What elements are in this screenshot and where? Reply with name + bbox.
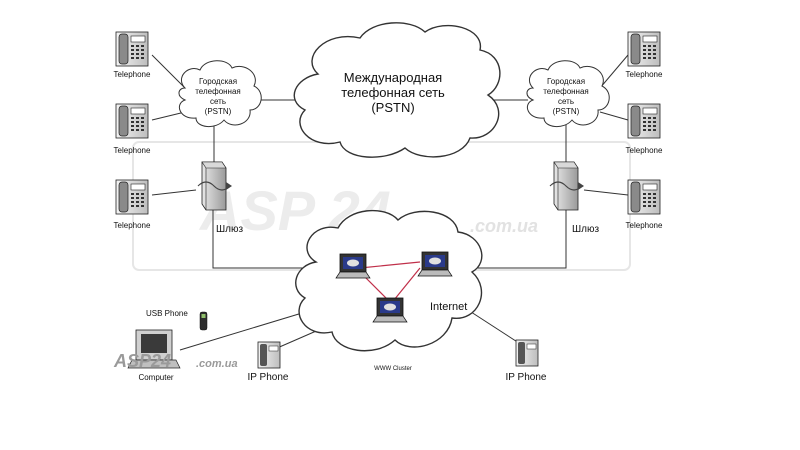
- gateway-left: Шлюз: [197, 161, 244, 235]
- telephone-left-1: Telephone: [114, 31, 151, 79]
- server-laptop-bottom: [372, 297, 408, 323]
- city-left-line2: телефонная: [195, 87, 241, 96]
- telephone-label: Telephone: [626, 146, 663, 155]
- gateway-right: Шлюз: [549, 161, 600, 235]
- city-pstn-cloud-right: Городская телефонная сеть (PSTN): [526, 60, 610, 127]
- ip-phone-left: IP Phone: [248, 341, 289, 383]
- watermark-small-text: ASP24: [113, 351, 171, 371]
- computer-label: Computer: [138, 373, 173, 382]
- internet-label: Internet: [430, 301, 467, 313]
- telephone-label: Telephone: [114, 146, 151, 155]
- www-cluster-label: WWW Cluster: [374, 366, 412, 372]
- computer: Computer: [127, 329, 181, 382]
- city-pstn-cloud-left: Городская телефонная сеть (PSTN): [178, 60, 262, 127]
- city-right-line1: Городская: [547, 77, 585, 86]
- telephone-label: Telephone: [626, 70, 663, 79]
- telephone-label: Telephone: [114, 70, 151, 79]
- telephone-left-2: Telephone: [114, 103, 151, 155]
- telephone-right-3: Telephone: [626, 179, 663, 230]
- gateway-left-label: Шлюз: [216, 224, 244, 235]
- watermark-big-suffix: .com.ua: [470, 216, 538, 236]
- intl-cloud-line1: Международная: [344, 70, 442, 85]
- watermark-small-suffix: .com.ua: [196, 358, 238, 370]
- telephone-right-1: Telephone: [626, 31, 663, 79]
- intl-cloud-line3: (PSTN): [371, 100, 414, 115]
- ip-phone-right-label: IP Phone: [506, 372, 547, 383]
- city-right-line4: (PSTN): [553, 107, 580, 116]
- intl-pstn-cloud: Международная телефонная сеть (PSTN): [293, 22, 501, 158]
- city-right-line2: телефонная: [543, 87, 589, 96]
- server-laptop-left: [335, 253, 371, 279]
- connection-lines: [151, 54, 629, 353]
- server-laptop-right: [417, 251, 453, 277]
- intl-cloud-line2: телефонная сеть: [341, 85, 445, 100]
- city-right-line3: сеть: [558, 97, 574, 106]
- ip-phone-left-label: IP Phone: [248, 372, 289, 383]
- city-left-line3: сеть: [210, 97, 226, 106]
- usb-phone: USB Phone: [146, 309, 208, 331]
- telephone-label: Telephone: [626, 221, 663, 230]
- ip-phone-right: IP Phone: [506, 339, 547, 383]
- gateway-right-label: Шлюз: [572, 224, 600, 235]
- internet-cloud: Internet WWW Cluster: [295, 209, 483, 372]
- telephone-label: Telephone: [114, 221, 151, 230]
- city-left-line4: (PSTN): [205, 107, 232, 116]
- telephone-right-2: Telephone: [626, 103, 663, 155]
- city-left-line1: Городская: [199, 77, 237, 86]
- telephone-left-3: Telephone: [114, 179, 151, 230]
- watermark-small: ASP24 .com.ua: [113, 351, 238, 371]
- usb-phone-label: USB Phone: [146, 309, 188, 318]
